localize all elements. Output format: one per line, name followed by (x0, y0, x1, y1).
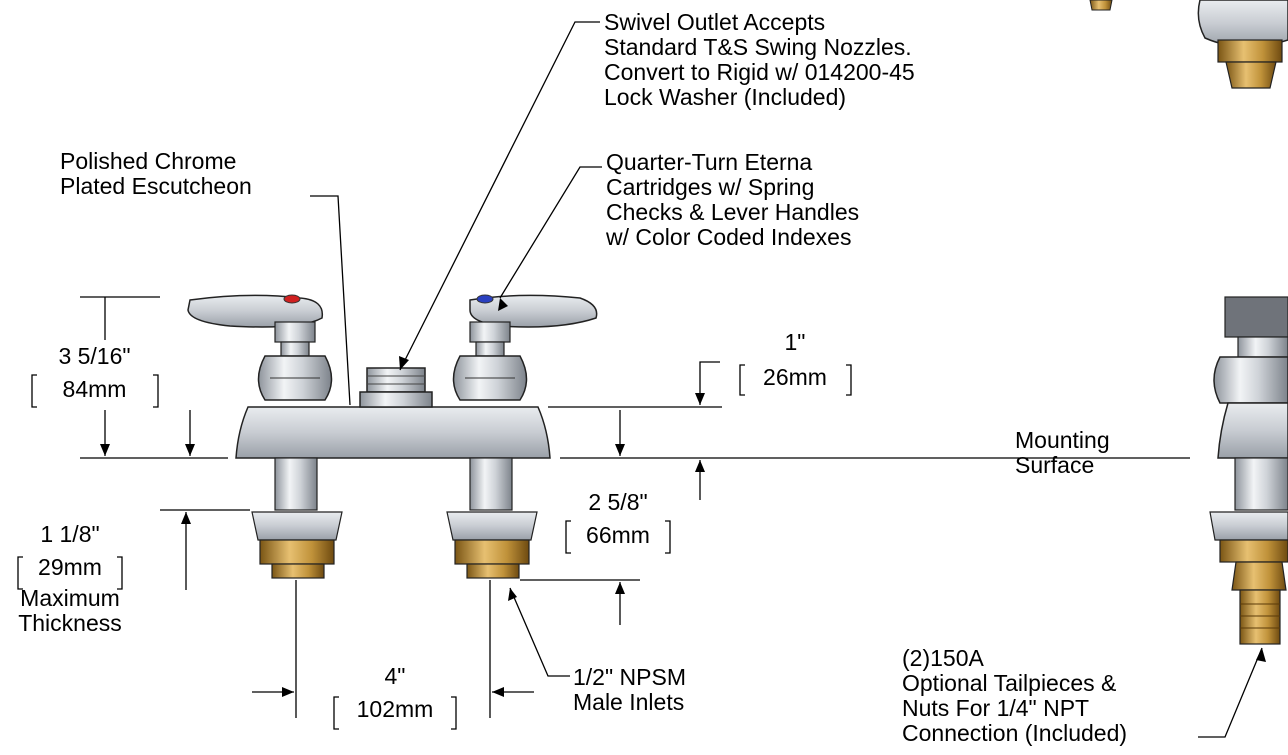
dimension-arrows (100, 298, 1266, 697)
cropped-parts-top-right (1089, 0, 1288, 89)
swivel-outlet-callout: Swivel Outlet Accepts Standard T&S Swing… (604, 9, 915, 110)
swivel-outlet (359, 367, 433, 408)
side-view (1209, 296, 1288, 645)
tailpieces-callout: (2)150A Optional Tailpieces & Nuts For 1… (902, 645, 1128, 746)
hot-locknut-washer (251, 511, 343, 541)
escutcheon-callout: Polished Chrome Plated Escutcheon (60, 148, 252, 199)
leader-lines (80, 21, 1263, 738)
cartridges-callout: Quarter-Turn Eterna Cartridges w/ Spring… (606, 149, 860, 250)
max-thickness-dimension: 1 1/8" 29mm Maximum Thickness (18, 521, 122, 636)
cold-locknut-washer (446, 511, 538, 541)
escutcheon-body (235, 406, 551, 459)
metric-brackets (17, 364, 852, 730)
hot-valve (187, 294, 343, 579)
cold-index-dot (476, 294, 494, 304)
mounting-surface-label: Mounting Surface (1015, 427, 1110, 478)
hot-shank (274, 457, 318, 511)
shank-length-dimension: 2 5/8" 66mm (586, 489, 650, 548)
cold-shank (469, 457, 513, 511)
outlet-height-dimension: 1" 26mm (763, 329, 827, 390)
tailpiece (1239, 589, 1281, 645)
hot-index-dot (283, 294, 301, 304)
inlets-callout: 1/2" NPSM Male Inlets (573, 664, 686, 715)
hot-lever-handle (187, 294, 324, 328)
centers-dimension: 4" 102mm (356, 663, 434, 722)
height-above-dimension: 3 5/16" 84mm (58, 343, 131, 402)
